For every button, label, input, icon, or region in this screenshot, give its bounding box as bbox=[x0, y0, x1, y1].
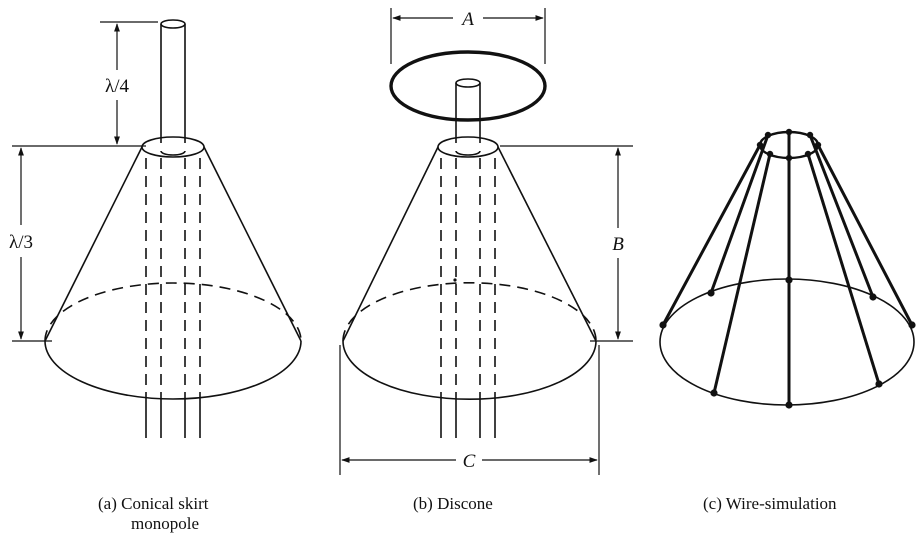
cone-base-back-hidden bbox=[342, 282, 597, 342]
cone-base-front bbox=[44, 340, 302, 400]
feed-lines bbox=[145, 400, 201, 438]
caption-a-line1: (a) Conical skirt bbox=[98, 494, 209, 513]
cone-base-back-hidden bbox=[44, 282, 302, 342]
label-c: C bbox=[463, 451, 476, 472]
caption-a-line2: monopole bbox=[131, 514, 199, 533]
cone-side-right bbox=[497, 146, 597, 342]
cone-side-left bbox=[342, 146, 439, 342]
base-center-point bbox=[453, 278, 457, 282]
wire bbox=[808, 134, 875, 298]
wire bbox=[709, 134, 770, 294]
panel-a-conical-skirt-monopole bbox=[12, 19, 302, 438]
dimension-cone-height bbox=[500, 145, 633, 342]
center-rod bbox=[455, 78, 481, 143]
wire bbox=[661, 144, 762, 326]
label-lambda-quarter: λ/4 bbox=[105, 76, 129, 97]
label-lambda-third: λ/3 bbox=[9, 232, 33, 253]
wire bbox=[806, 153, 881, 385]
cone-side-right bbox=[203, 146, 302, 342]
hidden-coax-lines bbox=[440, 158, 496, 400]
caption-c: (c) Wire-simulation bbox=[703, 494, 837, 513]
wire bbox=[816, 144, 914, 326]
cone-base-front bbox=[342, 340, 597, 400]
cone-top-ring bbox=[437, 136, 499, 158]
junction-nodes bbox=[659, 128, 916, 409]
label-a: A bbox=[460, 9, 474, 30]
panel-b-discone bbox=[339, 8, 633, 475]
dimension-rod-length bbox=[100, 21, 158, 145]
panel-c-wire-simulation bbox=[659, 128, 916, 409]
dimension-cone-height bbox=[12, 145, 146, 342]
cone-side-left bbox=[44, 146, 143, 342]
hidden-coax-lines bbox=[145, 158, 201, 400]
dimension-base-diameter bbox=[339, 345, 600, 475]
caption-b: (b) Discone bbox=[413, 494, 493, 513]
label-b: B bbox=[612, 234, 624, 255]
skirt-wires bbox=[661, 132, 914, 405]
wire bbox=[712, 153, 772, 394]
monopole-rod bbox=[160, 19, 186, 143]
feed-lines bbox=[440, 400, 496, 438]
dimension-disc-diameter bbox=[390, 8, 546, 64]
cone-top-ring bbox=[141, 136, 205, 158]
